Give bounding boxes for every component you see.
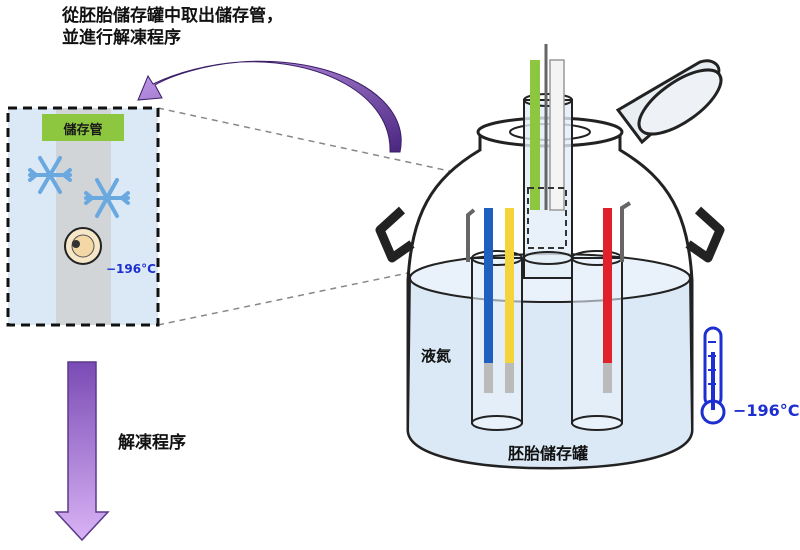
tank-lid: [615, 59, 723, 145]
canister-hooks: [466, 201, 632, 262]
tank-temperature: −196°C: [733, 401, 800, 420]
snowflake-icon-2: [84, 178, 130, 218]
process-label: 解凍程序: [118, 433, 186, 453]
center-canister: [523, 44, 573, 279]
canister-right: [571, 250, 623, 431]
snowflake-icon: [28, 156, 72, 194]
storage-rods: [484, 208, 612, 393]
tank-label: 胚胎儲存罐: [508, 444, 589, 463]
down-arrow: [54, 361, 110, 542]
curved-transfer-arrow: [137, 60, 402, 153]
zoom-temperature: −196°C: [106, 262, 156, 276]
zoom-panel: [6, 106, 160, 327]
canister-left: [471, 250, 523, 431]
zoom-connector-lines: [157, 107, 529, 326]
storage-tube-label: 儲存管: [63, 123, 103, 138]
instruction-line-2: 並進行解凍程序: [62, 28, 181, 48]
liquid-nitrogen-label: 液氮: [421, 347, 452, 365]
instruction-line-1: 從胚胎儲存罐中取出儲存管，: [62, 6, 283, 26]
thermometer-icon: [700, 326, 726, 425]
tube-label-box: [42, 114, 124, 141]
embryo-icon: [64, 227, 102, 265]
